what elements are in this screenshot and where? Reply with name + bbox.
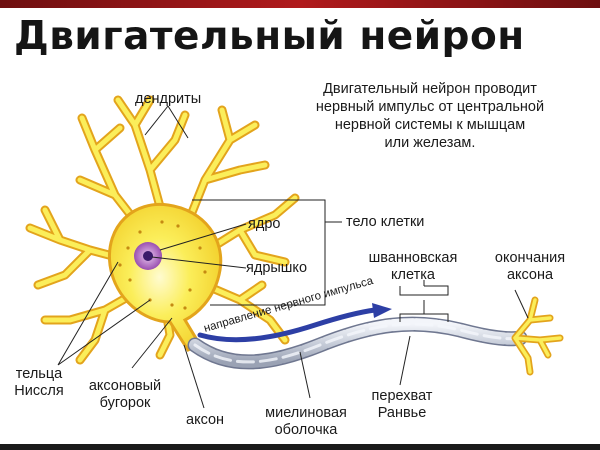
label-myelin-sheath: миелиновая оболочка xyxy=(256,405,356,439)
label-myelin-line1: миелиновая xyxy=(265,405,347,421)
label-nissl-line1: тельца xyxy=(15,366,63,382)
nissl-bodies xyxy=(118,220,207,310)
label-nucleus: ядро xyxy=(248,216,281,232)
description-line: нервный импульс от центральной xyxy=(315,99,545,115)
axon-terminals xyxy=(511,296,564,376)
header-bar xyxy=(0,0,600,8)
description-line: Двигательный нейрон проводит xyxy=(323,81,537,97)
description-line: или железам. xyxy=(384,135,476,151)
label-axon-hillock-line1: аксоновый xyxy=(88,378,162,394)
label-axon-endings-line1: окончания xyxy=(494,250,566,266)
label-schwann-cell-line2: клетка xyxy=(391,267,435,283)
page-title: Двигательный нейрон xyxy=(14,14,525,59)
impulse-arrow-path xyxy=(197,307,378,343)
label-node-of-ranvier: перехват Ранвье xyxy=(362,388,442,422)
label-myelin-line2: оболочка xyxy=(274,422,338,438)
label-axon: аксон xyxy=(186,412,225,428)
cell-body xyxy=(107,202,223,352)
label-axon-endings: окончания аксона xyxy=(480,250,580,284)
footer-bar xyxy=(0,444,600,450)
label-axon-hillock: аксоновый бугорок xyxy=(82,378,168,412)
description-text: Двигательный нейрон проводит нервный имп… xyxy=(262,80,598,152)
impulse-arrow-head xyxy=(372,303,392,318)
schwann-bracket xyxy=(399,300,449,322)
description-line: нервной системы к мышцам xyxy=(334,117,526,133)
label-ranvier-line1: перехват xyxy=(371,388,433,404)
label-nucleolus: ядрышко xyxy=(246,260,308,276)
label-ranvier-line2: Ранвье xyxy=(377,405,427,421)
label-cell-body: тело клетки xyxy=(346,214,425,230)
myelin-sheath xyxy=(187,316,528,370)
nucleolus xyxy=(143,251,153,261)
label-dendrites: дендриты xyxy=(135,91,202,107)
label-schwann-cell: шванновская клетка xyxy=(358,250,468,284)
cell-body-bracket xyxy=(192,199,326,306)
label-nissl-line2: Ниссля xyxy=(14,383,64,399)
leader-lines xyxy=(57,105,529,409)
label-axon-endings-line2: аксона xyxy=(506,267,554,283)
label-schwann-cell-line1: шванновская xyxy=(368,250,458,266)
label-axon-hillock-line2: бугорок xyxy=(99,395,151,411)
label-nissl-bodies: тельца Ниссля xyxy=(8,366,70,400)
